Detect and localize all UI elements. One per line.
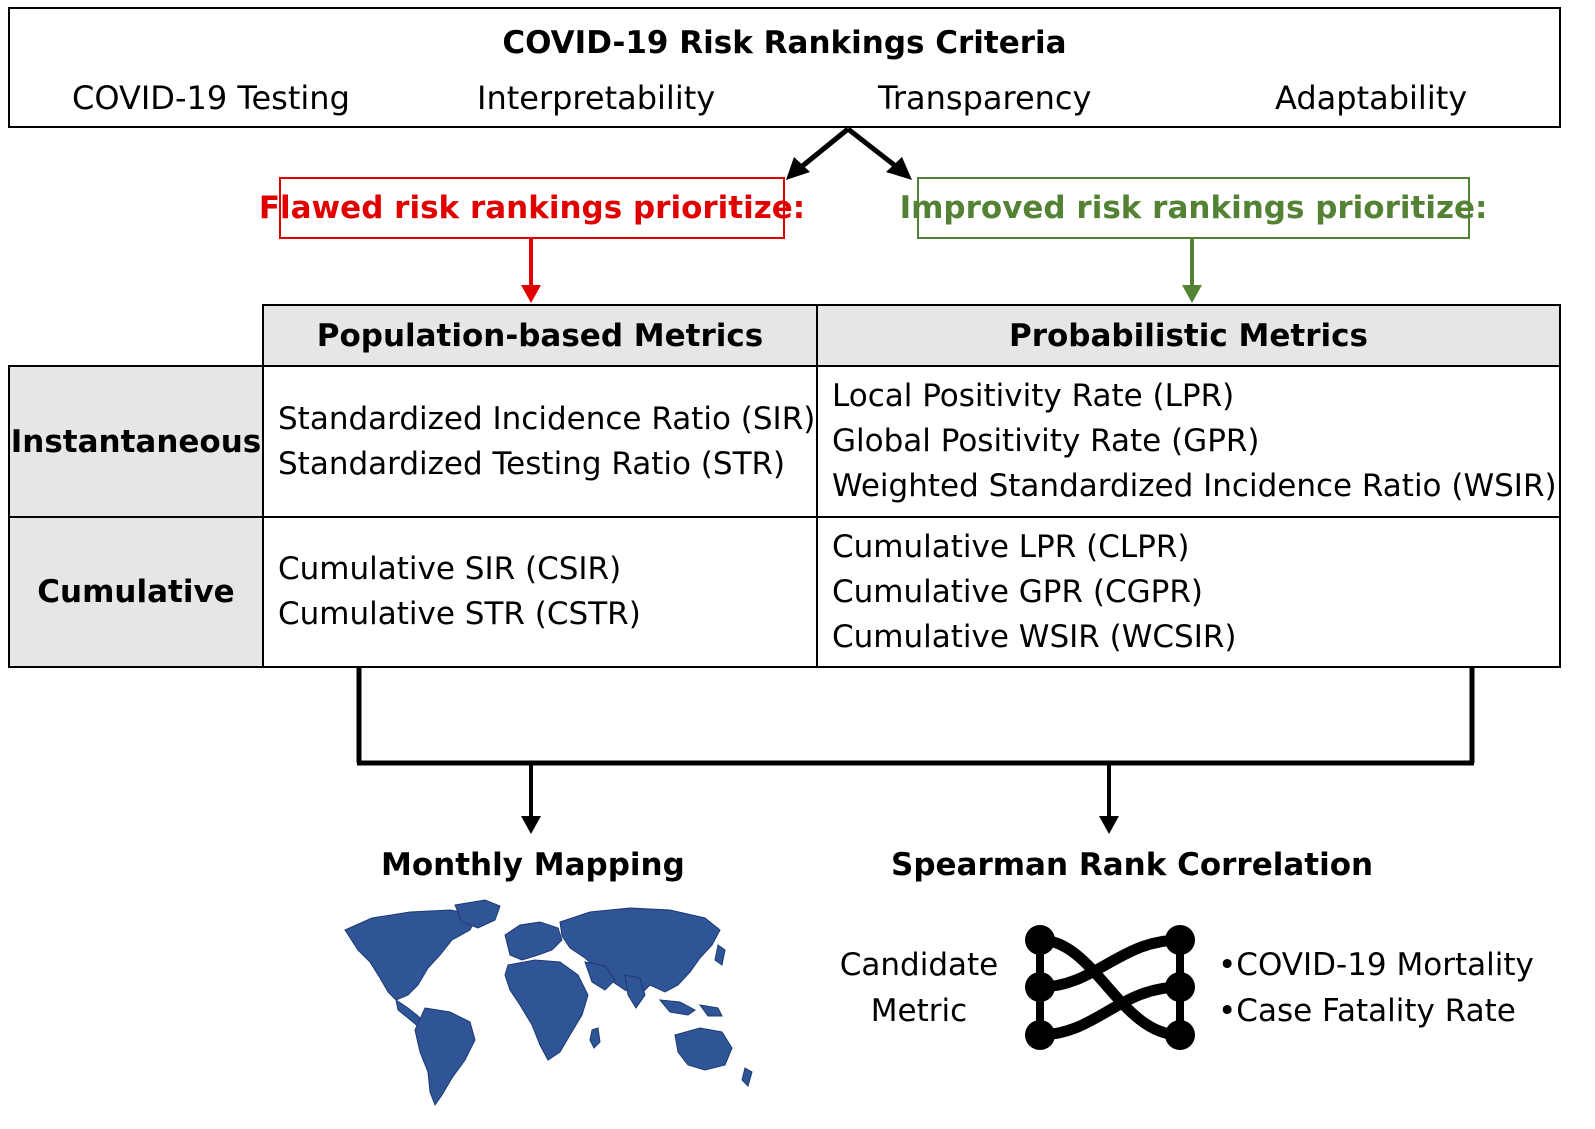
criterion-covid-testing: COVID-19 Testing bbox=[72, 79, 350, 117]
bullet-mark: • bbox=[1218, 993, 1237, 1029]
metric-str: Standardized Testing Ratio (STR) bbox=[278, 445, 786, 482]
candidate-line-2: Metric bbox=[870, 993, 968, 1029]
spearman-down-arrow bbox=[1099, 763, 1119, 834]
outcome-mortality: •COVID-19 Mortality bbox=[1218, 942, 1534, 988]
metric-wsir: Weighted Standardized Incidence Ratio (W… bbox=[832, 468, 1557, 504]
metric-sir: Standardized Incidence Ratio (SIR) bbox=[278, 400, 816, 437]
candidate-line-1: Candidate bbox=[839, 947, 999, 983]
metric-clpr: Cumulative LPR (CLPR) bbox=[832, 528, 1190, 565]
flawed-rankings-box: Flawed risk rankings prioritize: bbox=[259, 177, 805, 239]
criterion-transparency: Transparency bbox=[878, 79, 1092, 117]
world-map-icon bbox=[344, 899, 753, 1107]
column-header-probabilistic: Probabilistic Metrics bbox=[816, 304, 1561, 367]
criteria-box: COVID-19 Risk Rankings Criteria COVID-19… bbox=[8, 7, 1561, 128]
outcome-cfr: •Case Fatality Rate bbox=[1218, 988, 1534, 1034]
flawed-down-arrow bbox=[521, 239, 541, 303]
mapping-down-arrow bbox=[521, 763, 541, 834]
cell-cumulative-probabilistic: Cumulative LPR (CLPR) Cumulative GPR (CG… bbox=[816, 516, 1561, 668]
metric-gpr: Global Positivity Rate (GPR) bbox=[832, 423, 1260, 459]
metric-cstr: Cumulative STR (CSTR) bbox=[278, 596, 641, 632]
rank-correlation-icon bbox=[1025, 925, 1195, 1050]
split-arrow-right bbox=[846, 127, 912, 180]
metric-wcsir: Cumulative WSIR (WCSIR) bbox=[832, 618, 1237, 655]
improved-rankings-box: Improved risk rankings prioritize: bbox=[900, 177, 1487, 239]
criterion-adaptability: Adaptability bbox=[1275, 79, 1468, 117]
bottom-bracket bbox=[356, 667, 1475, 766]
cell-cumulative-population: Cumulative SIR (CSIR) Cumulative STR (CS… bbox=[262, 516, 818, 668]
criterion-interpretability: Interpretability bbox=[477, 79, 716, 117]
monthly-mapping-title: Monthly Mapping bbox=[381, 847, 685, 883]
spearman-title: Spearman Rank Correlation bbox=[891, 847, 1374, 883]
cell-instantaneous-probabilistic: Local Positivity Rate (LPR) Global Posit… bbox=[816, 365, 1561, 518]
criteria-title: COVID-19 Risk Rankings Criteria bbox=[502, 25, 1067, 61]
split-arrow-left bbox=[786, 127, 850, 180]
metric-cgpr: Cumulative GPR (CGPR) bbox=[832, 573, 1203, 610]
improved-down-arrow bbox=[1182, 239, 1202, 303]
outcome-list: •COVID-19 Mortality •Case Fatality Rate bbox=[1218, 942, 1534, 1034]
row-header-instantaneous: Instantaneous bbox=[8, 365, 264, 518]
metric-csir: Cumulative SIR (CSIR) bbox=[278, 551, 622, 587]
outcome-mortality-label: COVID-19 Mortality bbox=[1236, 947, 1534, 983]
candidate-metric-label: Candidate Metric bbox=[836, 942, 1002, 1034]
metric-lpr: Local Positivity Rate (LPR) bbox=[832, 378, 1235, 414]
bullet-mark: • bbox=[1218, 947, 1237, 983]
outcome-cfr-label: Case Fatality Rate bbox=[1236, 993, 1516, 1029]
